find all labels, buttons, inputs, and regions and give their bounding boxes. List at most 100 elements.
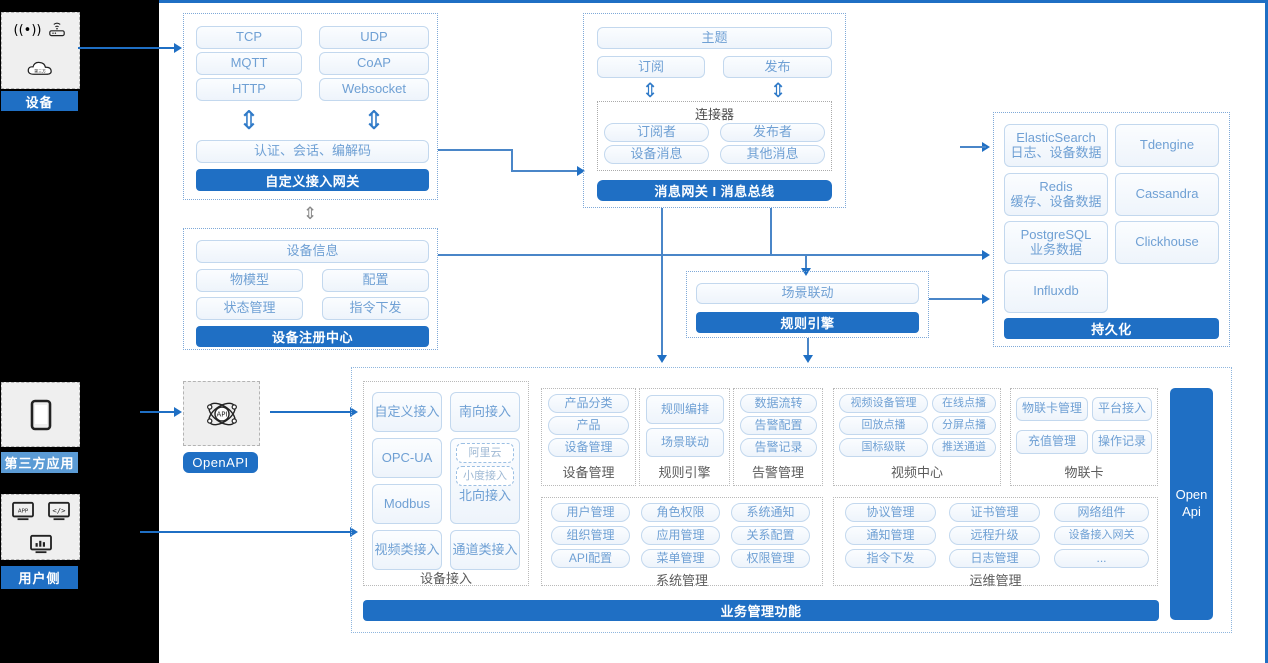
protocol-chip-mqtt[interactable]: MQTT bbox=[196, 52, 302, 75]
chip-operation-record[interactable]: 操作记录 bbox=[1092, 430, 1152, 454]
chip-channel-access[interactable]: 通道类接入 bbox=[450, 530, 520, 570]
chip-modbus[interactable]: Modbus bbox=[372, 484, 442, 524]
group-video-center bbox=[833, 388, 1001, 486]
chip-alarm-record[interactable]: 告警记录 bbox=[740, 438, 817, 457]
chip-device-management[interactable]: 设备管理 bbox=[548, 438, 629, 457]
chip-relation-config[interactable]: 关系配置 bbox=[731, 526, 810, 545]
chip-northbound-access[interactable]: 阿里云 小度接入 北向接入 bbox=[450, 438, 520, 524]
chip-data-flow[interactable]: 数据流转 bbox=[740, 394, 817, 413]
chip-user-management[interactable]: 用户管理 bbox=[551, 503, 630, 522]
chip-opc-ua[interactable]: OPC-UA bbox=[372, 438, 442, 478]
chip-remote-upgrade[interactable]: 远程升级 bbox=[949, 526, 1040, 545]
connector-chip-publisher[interactable]: 发布者 bbox=[720, 123, 825, 142]
gateway-codec-chip[interactable]: 认证、会话、编解码 bbox=[196, 140, 429, 163]
registry-chip-config[interactable]: 配置 bbox=[322, 269, 429, 292]
chip-permission-management[interactable]: 权限管理 bbox=[731, 549, 810, 568]
chip-command-issue[interactable]: 指令下发 bbox=[845, 549, 936, 568]
rule-engine-bar[interactable]: 规则引擎 bbox=[696, 312, 919, 333]
chip-iot-card-management[interactable]: 物联卡管理 bbox=[1016, 397, 1088, 421]
chip-log-management[interactable]: 日志管理 bbox=[949, 549, 1040, 568]
persistence-chip-elasticsearch[interactable]: ElasticSearch 日志、设备数据 bbox=[1004, 124, 1108, 167]
registry-bar[interactable]: 设备注册中心 bbox=[196, 326, 429, 347]
registry-bar-label: 设备注册中心 bbox=[271, 330, 353, 345]
persistence-chip-influxdb[interactable]: Influxdb bbox=[1004, 270, 1108, 313]
sidebar-item-device[interactable]: 设备 bbox=[1, 91, 78, 111]
open-api-vertical-line1: Open bbox=[1175, 487, 1208, 503]
protocol-chip-tcp[interactable]: TCP bbox=[196, 26, 302, 49]
persistence-chip-redis[interactable]: Redis 缓存、设备数据 bbox=[1004, 173, 1108, 216]
bus-topic-chip[interactable]: 主题 bbox=[597, 27, 832, 49]
chip-video-access[interactable]: 视频类接入 bbox=[372, 530, 442, 570]
sidebar-item-third-party-app[interactable]: 第三方应用 bbox=[1, 452, 78, 473]
caption-iot-card: 物联卡 bbox=[1010, 462, 1158, 480]
connector-userside-to-business bbox=[140, 531, 350, 533]
chip-playback-vod-label: 回放点播 bbox=[861, 419, 906, 432]
chip-alarm-record-label: 告警记录 bbox=[754, 439, 803, 454]
chip-api-config[interactable]: API配置 bbox=[551, 549, 630, 568]
caption-alarm-management: 告警管理 bbox=[733, 462, 823, 480]
openapi-button[interactable]: OpenAPI bbox=[183, 452, 258, 473]
chip-product[interactable]: 产品 bbox=[548, 416, 629, 435]
chip-network-component[interactable]: 网络组件 bbox=[1054, 503, 1149, 522]
protocol-chip-http[interactable]: HTTP bbox=[196, 78, 302, 101]
business-bottom-bar[interactable]: 业务管理功能 bbox=[363, 600, 1159, 621]
chip-more[interactable]: ... bbox=[1054, 549, 1149, 568]
gateway-codec-label: 认证、会话、编解码 bbox=[253, 143, 371, 159]
rule-engine-scene-chip[interactable]: 场景联动 bbox=[696, 283, 919, 304]
chip-southbound-access[interactable]: 南向接入 bbox=[450, 392, 520, 432]
chip-menu-management[interactable]: 菜单管理 bbox=[641, 549, 720, 568]
chip-southbound-access-label: 南向接入 bbox=[458, 403, 511, 419]
chip-video-device-management[interactable]: 视频设备管理 bbox=[839, 394, 928, 413]
chip-alarm-config[interactable]: 告警配置 bbox=[740, 416, 817, 435]
chip-split-screen-vod[interactable]: 分屏点播 bbox=[932, 416, 996, 435]
persistence-chip-cassandra[interactable]: Cassandra bbox=[1115, 173, 1219, 216]
chip-device-access-gateway[interactable]: 设备接入网关 bbox=[1054, 526, 1149, 545]
persistence-chip-clickhouse[interactable]: Clickhouse bbox=[1115, 221, 1219, 264]
chip-cert-management[interactable]: 证书管理 bbox=[949, 503, 1040, 522]
chip-gb-cascade-label: 国标级联 bbox=[861, 441, 906, 454]
connector-bus-down-left bbox=[661, 208, 663, 360]
chip-online-vod-label: 在线点播 bbox=[942, 397, 986, 410]
chip-gb-cascade[interactable]: 国标级联 bbox=[839, 438, 928, 457]
message-bus-bar[interactable]: 消息网关 I 消息总线 bbox=[597, 180, 832, 201]
bus-publish-chip[interactable]: 发布 bbox=[723, 56, 832, 78]
sidebar-item-user-side[interactable]: 用户侧 bbox=[1, 566, 78, 589]
open-api-vertical-bar[interactable]: Open Api bbox=[1170, 388, 1213, 620]
protocol-chip-udp[interactable]: UDP bbox=[319, 26, 429, 49]
sidebar-icon-card-device: ((•)) 第三方 bbox=[1, 12, 80, 89]
registry-device-info-chip[interactable]: 设备信息 bbox=[196, 240, 429, 263]
protocol-chip-websocket[interactable]: Websocket bbox=[319, 78, 429, 101]
chip-system-notice[interactable]: 系统通知 bbox=[731, 503, 810, 522]
chip-product-category[interactable]: 产品分类 bbox=[548, 394, 629, 413]
chip-app-management[interactable]: 应用管理 bbox=[641, 526, 720, 545]
chip-scene-linkage[interactable]: 场景联动 bbox=[646, 428, 724, 457]
chip-rule-orchestration[interactable]: 规则编排 bbox=[646, 395, 724, 424]
persistence-chip-postgresql[interactable]: PostgreSQL 业务数据 bbox=[1004, 221, 1108, 264]
gateway-bar[interactable]: 自定义接入网关 bbox=[196, 169, 429, 191]
protocol-chip-http-label: HTTP bbox=[232, 81, 266, 97]
persistence-chip-tdengine[interactable]: Tdengine bbox=[1115, 124, 1219, 167]
bus-subscribe-chip[interactable]: 订阅 bbox=[597, 56, 705, 78]
chip-online-vod[interactable]: 在线点播 bbox=[932, 394, 996, 413]
chip-protocol-management[interactable]: 协议管理 bbox=[845, 503, 936, 522]
registry-chip-thing-model[interactable]: 物模型 bbox=[196, 269, 303, 292]
chip-platform-access[interactable]: 平台接入 bbox=[1092, 397, 1152, 421]
registry-chip-state[interactable]: 状态管理 bbox=[196, 297, 303, 320]
chip-custom-access[interactable]: 自定义接入 bbox=[372, 392, 442, 432]
sidebar-icon-card-user-side: APP </> bbox=[1, 494, 80, 560]
chip-aliyun[interactable]: 阿里云 bbox=[456, 443, 514, 463]
chip-org-management[interactable]: 组织管理 bbox=[551, 526, 630, 545]
chip-push-channel[interactable]: 推送通道 bbox=[932, 438, 996, 457]
persistence-bar[interactable]: 持久化 bbox=[1004, 318, 1219, 339]
registry-chip-command[interactable]: 指令下发 bbox=[322, 297, 429, 320]
chip-role-permission[interactable]: 角色权限 bbox=[641, 503, 720, 522]
connector-chip-device-message[interactable]: 设备消息 bbox=[604, 145, 709, 164]
connector-chip-subscriber[interactable]: 订阅者 bbox=[604, 123, 709, 142]
connector-chip-other-message[interactable]: 其他消息 bbox=[720, 145, 825, 164]
chip-xiaodu-access[interactable]: 小度接入 bbox=[456, 466, 514, 486]
chip-playback-vod[interactable]: 回放点播 bbox=[839, 416, 928, 435]
chip-recharge-management[interactable]: 充值管理 bbox=[1016, 430, 1088, 454]
cloud-icon: 第三方 bbox=[27, 61, 52, 75]
protocol-chip-coap[interactable]: CoAP bbox=[319, 52, 429, 75]
chip-notice-management[interactable]: 通知管理 bbox=[845, 526, 936, 545]
